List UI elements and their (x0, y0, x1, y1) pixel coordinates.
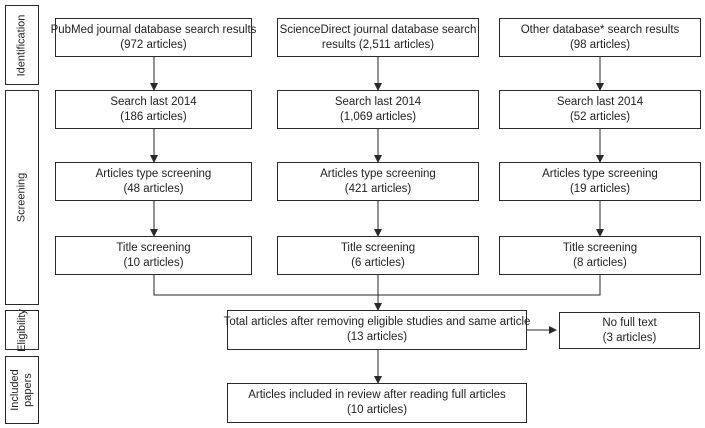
stage-eligibility: Eligibility (5, 308, 39, 352)
stage-label-line2: papers (22, 373, 34, 407)
box-sd-title-screening: Title screening (6 articles) (277, 236, 479, 275)
merge-line (153, 275, 601, 296)
box-pubmed-search: PubMed journal database search results (… (51, 18, 256, 57)
stage-label: Identification (15, 14, 28, 76)
box-sciencedirect-search: ScienceDirect journal database search re… (277, 18, 479, 57)
box-pubmed-search-last: Search last 2014 (186 articles) (55, 90, 252, 129)
stage-label: Eligibility (15, 308, 28, 352)
box-other-search-last: Search last 2014 (52 articles) (499, 90, 701, 129)
stage-identification: Identification (5, 5, 39, 85)
stage-label: Screening (15, 172, 28, 223)
box-other-title-screening: Title screening (8 articles) (499, 236, 701, 275)
box-no-full-text: No full text (3 articles) (559, 312, 700, 349)
stage-label-line1: Included (9, 369, 21, 411)
box-total-after-removal: Total articles after removing eligible s… (224, 310, 530, 350)
box-other-search: Other database* search results (98 artic… (499, 18, 701, 57)
stage-screening: Screening (5, 90, 39, 305)
box-sd-search-last: Search last 2014 (1,069 articles) (277, 90, 479, 129)
box-pubmed-title-screening: Title screening (10 articles) (55, 236, 252, 275)
box-articles-included: Articles included in review after readin… (227, 383, 527, 423)
box-other-type-screening: Articles type screening (19 articles) (499, 162, 701, 201)
stage-included-papers: Included papers (5, 356, 39, 424)
box-pubmed-type-screening: Articles type screening (48 articles) (55, 162, 252, 201)
box-sd-type-screening: Articles type screening (421 articles) (277, 162, 479, 201)
